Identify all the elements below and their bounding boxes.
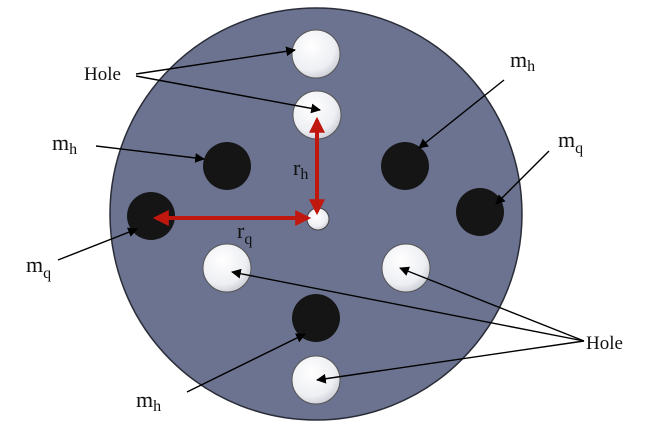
label-hole-top: Hole	[84, 64, 121, 85]
pointer-mh-right	[418, 79, 505, 149]
hole-lower-right	[381, 243, 431, 293]
pointer-mq-left	[57, 227, 138, 261]
mass-mq-right	[456, 188, 504, 236]
pointer-mh-left	[95, 145, 205, 163]
mass-mh-upper-right	[381, 142, 429, 190]
mass-mh-upper-left	[203, 142, 251, 190]
pointer-hole-lower-left	[231, 268, 585, 342]
pointer-hole-top-outer	[135, 46, 296, 75]
pointer-hole-bottom	[316, 340, 585, 384]
label-mh-left: mh	[52, 130, 77, 158]
pointer-hole-top-inner	[135, 75, 321, 114]
label-mq-right: mq	[558, 127, 583, 157]
label-rq: rq	[237, 218, 252, 248]
label-mq-left: mq	[26, 252, 51, 282]
hole-top-outer	[291, 29, 341, 79]
hole-bottom	[291, 355, 341, 405]
mass-mh-bottom	[292, 294, 340, 342]
mass-mq-left	[127, 192, 175, 240]
pointer-mq-right	[495, 150, 550, 205]
label-hole-bottom-right: Hole	[586, 333, 623, 354]
label-rh: rh	[293, 155, 308, 183]
label-mh-right: mh	[510, 47, 535, 75]
pointer-hole-lower-right	[399, 266, 585, 342]
label-mh-bottom: mh	[136, 387, 161, 415]
hole-lower-left	[202, 243, 252, 293]
pointer-mh-bottom	[186, 333, 306, 393]
